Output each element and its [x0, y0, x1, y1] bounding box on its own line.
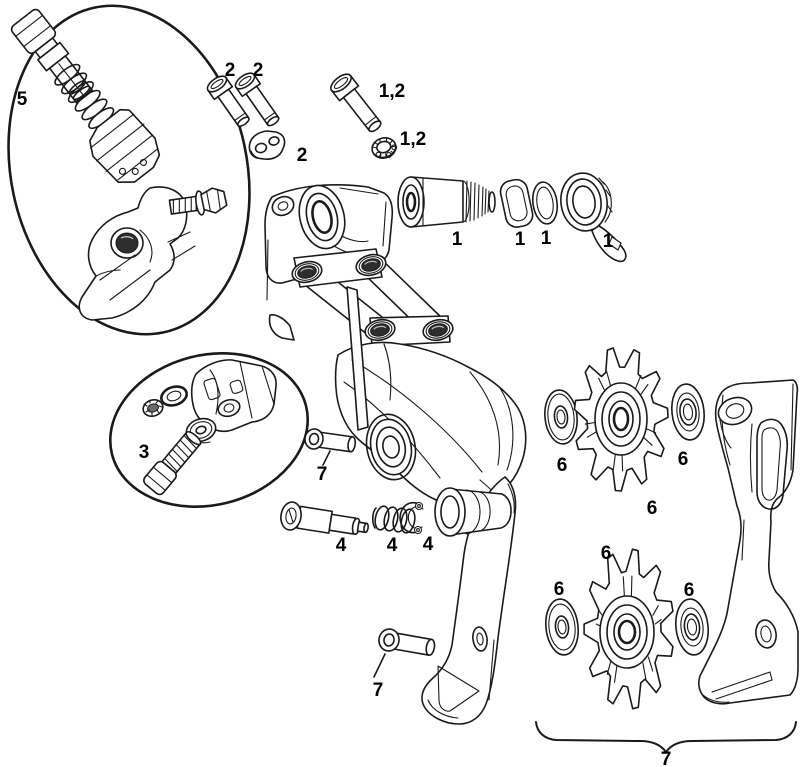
- upper-pulley-outer-washer: [671, 383, 705, 441]
- cage-assembly-brace: 7: [535, 721, 797, 767]
- cage-pivot-cylinder: [434, 487, 512, 537]
- b-adjust-hook-washer: [560, 172, 627, 263]
- detail-circle-5: [7, 4, 251, 336]
- cage-upper-boss: [717, 396, 753, 426]
- cage-pivot-parts-4: 4 4 4: [280, 501, 434, 556]
- b-pivot-o-ring: [531, 181, 559, 225]
- fasteners-1-2: 1,2 1,2: [330, 73, 426, 159]
- limit-plate: [190, 359, 277, 433]
- callout-4b: 4: [387, 535, 398, 556]
- b-knuckle-bore: [298, 184, 346, 250]
- link-screw-b: [234, 72, 280, 127]
- upper-pulley-bolt-group: 7: [304, 428, 357, 485]
- callout-12a: 1,2: [379, 81, 405, 102]
- b-pivot-seal-ring: [499, 178, 534, 228]
- body-strut: [346, 286, 369, 431]
- callout-7b: 7: [373, 680, 384, 701]
- lower-pulley-spokes: [595, 575, 662, 683]
- lock-nut: [371, 137, 398, 159]
- lower-pulley-outer-washer: [675, 598, 709, 656]
- callout-1d: 1: [603, 231, 614, 252]
- cage-pivot-spring: [371, 505, 416, 534]
- callout-6c: 6: [647, 498, 658, 519]
- derailleur-body: [264, 184, 527, 517]
- link-pin: [364, 318, 396, 342]
- limit-o-ring: [160, 385, 188, 407]
- callout-4c: 4: [423, 534, 434, 555]
- callout-6b: 6: [678, 449, 689, 470]
- link-screws-2: 2 2 2: [206, 60, 308, 166]
- callout-6a: 6: [557, 455, 568, 476]
- callout-1c: 1: [541, 228, 552, 249]
- callout-1a: 1: [452, 229, 463, 250]
- cage-slot: [756, 418, 789, 510]
- lower-pulley-bolt: [378, 628, 436, 657]
- barrel-adjuster: [10, 8, 161, 183]
- bracket-hole: [115, 232, 139, 254]
- cage-pivot-circlip: [399, 501, 424, 535]
- cable-anchor-plate: [248, 130, 286, 160]
- knurled-barrel: [89, 108, 161, 183]
- link-pin: [355, 253, 387, 277]
- clutch-boss: [365, 413, 417, 481]
- callout-3: 3: [139, 442, 150, 463]
- brace-7: [535, 721, 797, 753]
- lower-pulley-inner-washer: [545, 598, 579, 656]
- upper-pulley-inner-washer: [544, 389, 578, 445]
- callout-12b: 1,2: [400, 129, 426, 150]
- upper-pulley-spokes: [584, 370, 657, 472]
- callout-6e: 6: [554, 579, 565, 600]
- limit-screw: [143, 430, 202, 496]
- adjuster-bracket: [78, 186, 196, 321]
- callout-2a: 2: [225, 60, 236, 81]
- bracket-boss: [110, 227, 144, 259]
- callout-1b: 1: [515, 229, 526, 250]
- detail-bubble-3: 3: [108, 352, 310, 508]
- b-pivot-bolt: [397, 176, 496, 228]
- limit-nut: [142, 398, 164, 418]
- link-pin: [291, 260, 323, 284]
- lower-pulley-bolt-group: 7: [373, 628, 436, 701]
- callout-2c: 2: [297, 145, 308, 166]
- leader-line: [373, 653, 386, 678]
- lower-pulley-group: 6 6 6: [545, 543, 709, 710]
- callout-5: 5: [17, 89, 28, 110]
- link-screw-a: [206, 75, 250, 127]
- cage-pivot-pin: [280, 501, 369, 536]
- detail-bubble-5: 5: [7, 4, 251, 336]
- long-pivot-screw: [330, 73, 382, 133]
- leader-line: [322, 450, 331, 466]
- callout-4a: 4: [336, 535, 347, 556]
- cage-lower-hole: [755, 619, 777, 649]
- cage-hole: [472, 626, 488, 652]
- b-pivot-row: 1 1 1 1: [397, 172, 627, 263]
- upper-pulley-bolt: [304, 428, 357, 453]
- link-pin: [422, 318, 454, 342]
- outer-cage-plate: [698, 379, 799, 705]
- callout-6f: 6: [684, 580, 695, 601]
- detail-circle-3: [108, 352, 310, 508]
- inner-cage-plate: [421, 476, 517, 725]
- callout-7a: 7: [317, 464, 328, 485]
- callout-6d: 6: [601, 543, 612, 564]
- upper-pulley-group: 6 6 6: [544, 347, 705, 519]
- callout-2b: 2: [253, 60, 264, 81]
- knuckle-foot: [268, 314, 295, 341]
- knuckle-eyelet: [271, 195, 295, 217]
- bracket-hex-bolt: [168, 187, 228, 216]
- callout-7c: 7: [661, 749, 672, 767]
- cage-cutout: [437, 665, 480, 712]
